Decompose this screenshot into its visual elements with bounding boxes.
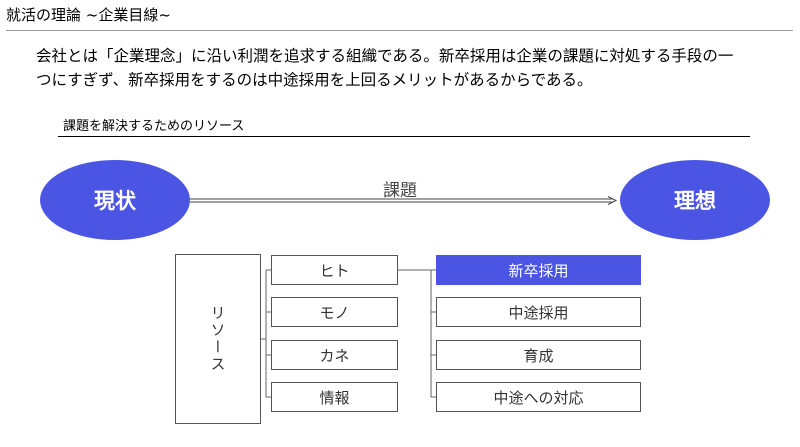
resource-kane-box: カネ: [271, 340, 398, 370]
section-divider: [58, 136, 750, 137]
issue-label: 課題: [383, 181, 417, 201]
resource-hito-box: ヒト: [271, 255, 398, 285]
intro-line-2: つにすぎず、新卒採用をするのは中途採用を上回るメリットがあるからである。: [36, 71, 593, 89]
ideal-state-ellipse: 理想: [620, 160, 770, 240]
arrow-head: [607, 196, 618, 205]
resources-label: リソース: [208, 305, 227, 373]
current-state-label: 現状: [94, 189, 136, 213]
intro-text: 会社とは「企業理念」に沿い利潤を追求する組織である。新卒採用は企業の課題に対処す…: [36, 44, 786, 92]
resource-mono-label: モノ: [319, 303, 350, 322]
option-mid-career-response-label: 中途への対応: [493, 388, 584, 407]
resource-mono-box: モノ: [271, 297, 398, 327]
ideal-state-label: 理想: [674, 189, 716, 213]
resource-hito-label: ヒト: [319, 261, 350, 280]
section-label: 課題を解決するためのリソース: [63, 119, 245, 134]
title-divider: [6, 30, 793, 31]
option-training-label: 育成: [523, 346, 554, 365]
current-state-ellipse: 現状: [40, 160, 190, 240]
resources-box: リソース: [175, 254, 261, 424]
option-training-box: 育成: [436, 340, 641, 370]
slide-title: 就活の理論 ~企業目線~: [6, 6, 171, 24]
option-mid-career-hiring-label: 中途採用: [508, 303, 569, 322]
resource-joho-label: 情報: [319, 388, 350, 407]
intro-line-1: 会社とは「企業理念」に沿い利潤を追求する組織である。新卒採用は企業の課題に対処す…: [36, 47, 734, 65]
resource-kane-label: カネ: [319, 346, 350, 365]
resource-joho-box: 情報: [271, 382, 398, 412]
option-new-grad-hiring-box: 新卒採用: [436, 255, 641, 285]
option-new-grad-hiring-label: 新卒採用: [508, 261, 569, 280]
option-mid-career-hiring-box: 中途採用: [436, 297, 641, 327]
option-mid-career-response-box: 中途への対応: [436, 382, 641, 412]
